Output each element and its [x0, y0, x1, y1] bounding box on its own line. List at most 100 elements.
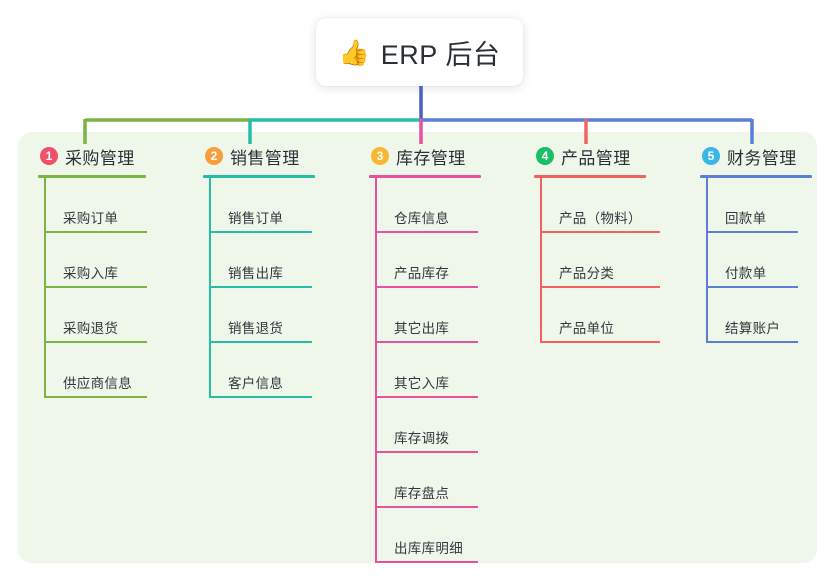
leaf-item[interactable]: 采购退货 — [38, 288, 147, 343]
branch-header-3[interactable]: 3 库存管理 — [369, 143, 481, 169]
leaf-item-label: 采购退货 — [63, 321, 119, 336]
branch-badge-4: 4 — [536, 147, 554, 165]
leaf-item-label: 结算账户 — [725, 321, 781, 336]
branch-column-3: 3 库存管理仓库信息产品库存其它出库其它入库库存调拨库存盘点出库库明细 — [369, 143, 481, 563]
branch-header-4[interactable]: 4 产品管理 — [534, 143, 646, 169]
leaf-item-underline — [375, 341, 478, 343]
leaf-item-underline — [375, 231, 478, 233]
leaf-item-underline — [209, 341, 312, 343]
branch-items-2: 销售订单销售出库销售退货客户信息 — [203, 178, 315, 398]
leaf-item-underline — [375, 451, 478, 453]
leaf-item-label: 库存调拨 — [394, 431, 450, 446]
root-title: ERP 后台 — [380, 39, 501, 70]
leaf-item-underline — [375, 396, 478, 398]
leaf-item[interactable]: 库存盘点 — [369, 453, 481, 508]
leaf-item-label: 库存盘点 — [394, 486, 450, 501]
leaf-item-underline — [706, 341, 798, 343]
branch-items-1: 采购订单采购入库采购退货供应商信息 — [38, 178, 147, 398]
leaf-item[interactable]: 结算账户 — [700, 288, 812, 343]
branch-underline-2 — [203, 175, 315, 178]
branch-title-3: 库存管理 — [396, 148, 466, 168]
leaf-item-label: 供应商信息 — [63, 376, 132, 391]
leaf-item-underline — [375, 286, 478, 288]
branch-header-1[interactable]: 1 采购管理 — [38, 143, 146, 169]
leaf-item-underline — [44, 341, 147, 343]
leaf-item[interactable]: 付款单 — [700, 233, 812, 288]
branch-title-1: 采购管理 — [65, 148, 135, 168]
branch-spine-1 — [44, 178, 46, 398]
thumbs-up-icon: 👍 — [338, 38, 370, 67]
branch-underline-3 — [369, 175, 481, 178]
leaf-item[interactable]: 库存调拨 — [369, 398, 481, 453]
leaf-item-label: 产品单位 — [559, 321, 615, 336]
leaf-item-underline — [540, 231, 660, 233]
leaf-item-label: 销售出库 — [228, 266, 284, 281]
leaf-item-label: 出库库明细 — [394, 541, 463, 556]
branch-badge-3: 3 — [371, 147, 389, 165]
leaf-item-underline — [540, 341, 660, 343]
leaf-item-label: 其它入库 — [394, 376, 450, 391]
leaf-item-underline — [209, 396, 312, 398]
branch-spine-2 — [209, 178, 211, 398]
leaf-item[interactable]: 回款单 — [700, 178, 812, 233]
leaf-item[interactable]: 供应商信息 — [38, 343, 147, 398]
leaf-item[interactable]: 出库库明细 — [369, 508, 481, 563]
leaf-item-label: 销售退货 — [228, 321, 284, 336]
branch-title-2: 销售管理 — [230, 148, 300, 168]
branch-column-1: 1 采购管理采购订单采购入库采购退货供应商信息 — [38, 143, 147, 398]
leaf-item-label: 销售订单 — [228, 211, 284, 226]
root-node-content: 👍 ERP 后台 — [339, 33, 501, 72]
branch-column-5: 5 财务管理回款单付款单结算账户 — [700, 143, 812, 343]
branch-items-3: 仓库信息产品库存其它出库其它入库库存调拨库存盘点出库库明细 — [369, 178, 481, 563]
leaf-item[interactable]: 其它出库 — [369, 288, 481, 343]
branch-column-4: 4 产品管理产品（物料） 产品分类产品单位 — [534, 143, 660, 343]
leaf-item-label: 仓库信息 — [394, 211, 450, 226]
branch-title-5: 财务管理 — [727, 148, 797, 168]
leaf-item[interactable]: 采购订单 — [38, 178, 147, 233]
leaf-item-label: 付款单 — [725, 266, 767, 281]
branch-spine-3 — [375, 178, 377, 563]
leaf-item-underline — [209, 286, 312, 288]
leaf-item[interactable]: 销售退货 — [203, 288, 315, 343]
content-panel — [18, 132, 817, 563]
leaf-item[interactable]: 产品库存 — [369, 233, 481, 288]
branch-items-4: 产品（物料） 产品分类产品单位 — [534, 178, 660, 343]
branch-header-2[interactable]: 2 销售管理 — [203, 143, 315, 169]
leaf-item-underline — [375, 561, 478, 563]
leaf-item-label: 采购入库 — [63, 266, 119, 281]
branch-title-4: 产品管理 — [561, 148, 631, 168]
branch-spine-5 — [706, 178, 708, 343]
root-node[interactable]: 👍 ERP 后台 — [316, 18, 523, 86]
leaf-item[interactable]: 销售出库 — [203, 233, 315, 288]
leaf-item-underline — [44, 286, 147, 288]
leaf-item[interactable]: 销售订单 — [203, 178, 315, 233]
leaf-item-underline — [375, 506, 478, 508]
leaf-item-label: 采购订单 — [63, 211, 119, 226]
branch-column-2: 2 销售管理销售订单销售出库销售退货客户信息 — [203, 143, 315, 398]
leaf-item-label: 产品（物料） — [559, 211, 642, 226]
leaf-item[interactable]: 产品分类 — [534, 233, 660, 288]
branch-badge-1: 1 — [40, 147, 58, 165]
branch-underline-5 — [700, 175, 812, 178]
leaf-item-underline — [540, 286, 660, 288]
leaf-item[interactable]: 产品（物料） — [534, 178, 660, 233]
leaf-item-underline — [209, 231, 312, 233]
leaf-item-label: 客户信息 — [228, 376, 284, 391]
branch-badge-2: 2 — [205, 147, 223, 165]
leaf-item-label: 回款单 — [725, 211, 767, 226]
branch-header-5[interactable]: 5 财务管理 — [700, 143, 812, 169]
branch-items-5: 回款单付款单结算账户 — [700, 178, 812, 343]
leaf-item-underline — [44, 231, 147, 233]
leaf-item-label: 产品库存 — [394, 266, 450, 281]
branch-underline-4 — [534, 175, 646, 178]
leaf-item-label: 其它出库 — [394, 321, 450, 336]
leaf-item[interactable]: 仓库信息 — [369, 178, 481, 233]
leaf-item[interactable]: 客户信息 — [203, 343, 315, 398]
leaf-item[interactable]: 其它入库 — [369, 343, 481, 398]
leaf-item[interactable]: 采购入库 — [38, 233, 147, 288]
leaf-item-label: 产品分类 — [559, 266, 615, 281]
branch-badge-5: 5 — [702, 147, 720, 165]
leaf-item-underline — [44, 396, 147, 398]
leaf-item[interactable]: 产品单位 — [534, 288, 660, 343]
